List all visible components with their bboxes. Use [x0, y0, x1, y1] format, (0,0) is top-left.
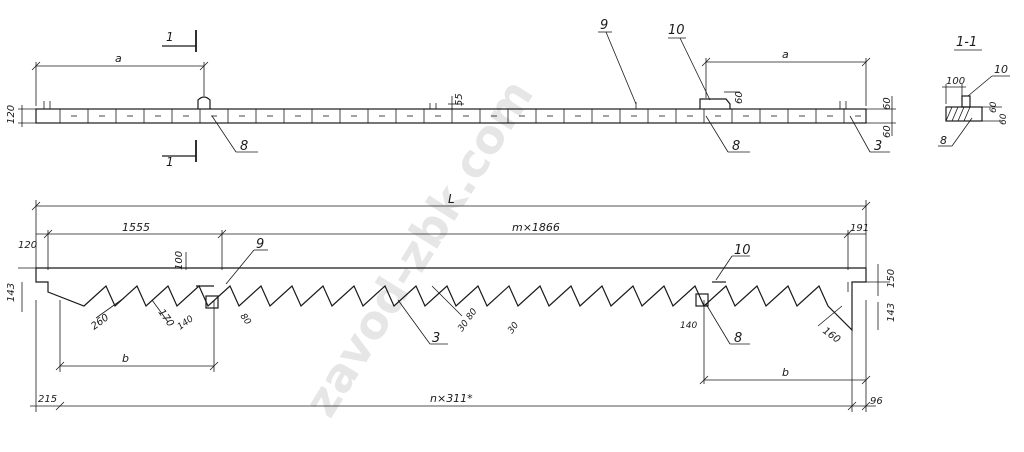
sec-dim-100: 100 — [946, 76, 965, 87]
dim-m-1866: m×1866 — [512, 221, 560, 234]
section-lug — [961, 95, 971, 108]
callout-10-top: 10 — [668, 23, 685, 38]
dim-60-right-upper: 60 — [882, 97, 893, 110]
dim-143-left: 143 — [6, 283, 17, 302]
dim-191: 191 — [850, 223, 869, 234]
dim-60-lug: 60 — [734, 91, 745, 104]
sec-callout-10: 10 — [994, 63, 1008, 76]
dim-215: 215 — [38, 394, 57, 405]
dim-80-left: 80 — [238, 312, 253, 327]
dim-L: L — [448, 192, 455, 206]
callout-9-elev: 9 — [256, 237, 264, 252]
dim-96: 96 — [870, 396, 883, 407]
callout-9-top: 9 — [600, 18, 608, 33]
dim-60-right-lower: 60 — [882, 125, 893, 138]
lug-left — [197, 96, 211, 109]
dim-b-right: b — [782, 366, 789, 379]
embed-right — [695, 293, 709, 307]
dim-120-top: 120 — [6, 105, 17, 124]
sec-callout-8: 8 — [940, 134, 947, 147]
callout-10-elev: 10 — [734, 243, 751, 258]
callout-8-top-right: 8 — [732, 139, 740, 154]
cut-label-top: 1 — [166, 30, 174, 44]
dim-n-311: n×311* — [430, 392, 473, 405]
dim-b-left: b — [122, 352, 129, 365]
callout-3-top: 3 — [874, 139, 882, 154]
embed-left — [205, 295, 219, 309]
dim-30: 30 — [506, 320, 521, 335]
dim-170: 170 — [156, 307, 176, 329]
top-beam-segments — [59, 109, 861, 123]
dim-150: 150 — [886, 269, 897, 288]
dim-a-right: a — [782, 48, 789, 61]
top-view: a a 1 1 120 55 60 60 60 — [6, 18, 896, 169]
sec-dim-60-a: 60 — [989, 101, 999, 113]
dim-160: 160 — [820, 326, 842, 346]
dim-120-elev: 120 — [18, 240, 37, 251]
sec-dim-60-b: 60 — [999, 113, 1009, 125]
dim-1555: 1555 — [122, 221, 150, 234]
top-beam-outline — [35, 108, 867, 124]
dim-140-right: 140 — [680, 321, 697, 331]
dim-30-80: 30 80 — [456, 307, 479, 334]
dim-55: 55 — [454, 93, 465, 106]
dim-260: 260 — [89, 312, 111, 332]
dim-143-right: 143 — [886, 303, 897, 322]
dim-a-left: a — [115, 52, 122, 65]
dim-140-left: 140 — [176, 314, 196, 332]
section-1-1: 1-1 100 60 60 10 8 — [938, 35, 1010, 147]
callout-3-elev: 3 — [432, 331, 440, 346]
callout-8-elev: 8 — [734, 331, 742, 346]
section-title: 1-1 — [956, 35, 977, 50]
callout-8-top-left: 8 — [240, 139, 248, 154]
dim-100-elev: 100 — [174, 251, 185, 270]
cut-label-bottom: 1 — [166, 155, 174, 169]
elevation-beam-outline — [35, 267, 867, 332]
lug-right — [699, 98, 731, 109]
